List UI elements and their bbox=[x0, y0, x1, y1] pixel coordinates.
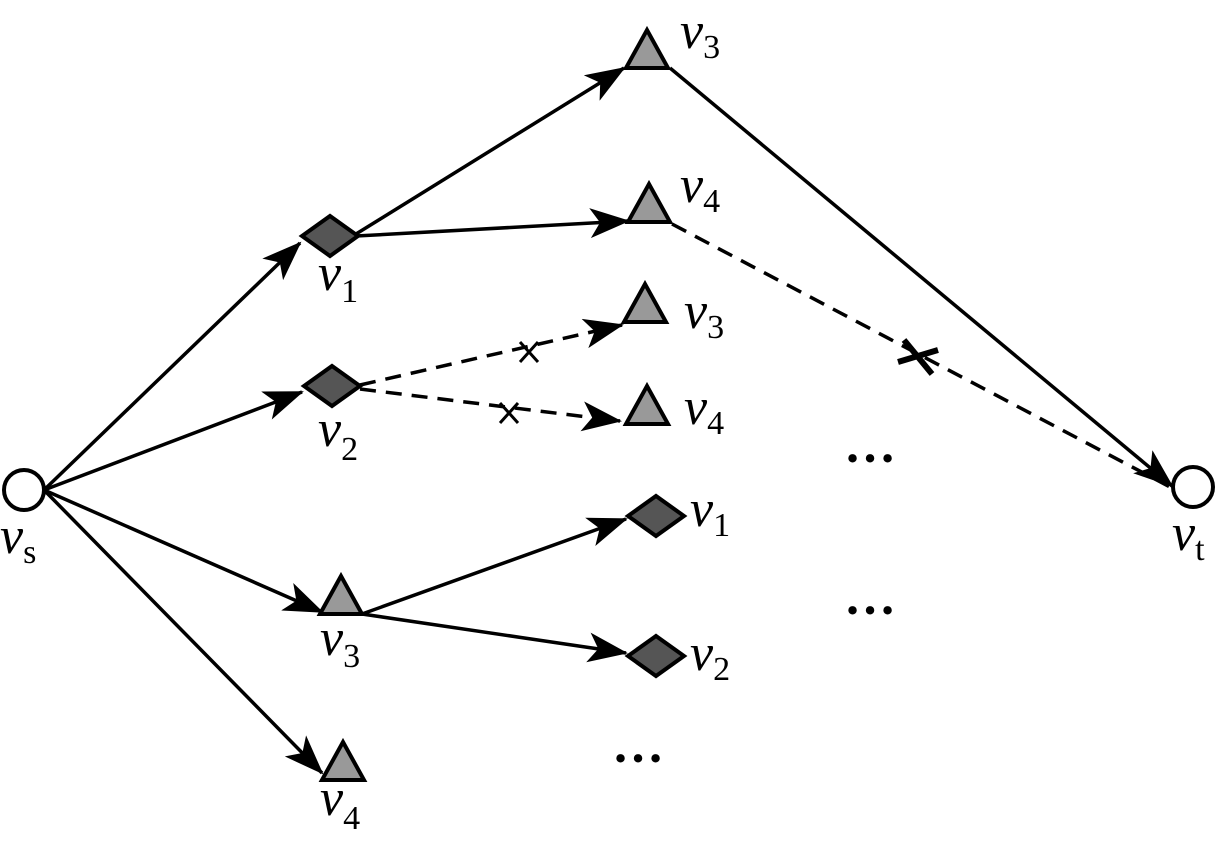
edge-v2-v4-pruned bbox=[359, 387, 622, 432]
edges bbox=[42, 66, 1174, 775]
ellipsis-upper: … bbox=[844, 417, 896, 474]
edge-v3-v1 bbox=[361, 517, 628, 616]
ellipsis-lower: … bbox=[612, 717, 664, 774]
edge-v1-v4 bbox=[355, 208, 630, 239]
label-v2-right: v2 bbox=[690, 625, 730, 688]
edge-vs-v2 bbox=[43, 390, 304, 492]
large-cross-icon bbox=[897, 338, 939, 376]
edge-v4-vt-pruned bbox=[671, 222, 1171, 489]
edge-v3-vt bbox=[668, 66, 1174, 488]
edge-v3-v2 bbox=[361, 612, 628, 663]
label-vt: vt bbox=[1172, 505, 1205, 568]
label-v3-mid: v3 bbox=[320, 610, 360, 675]
small-cross-icon-lower bbox=[498, 401, 520, 425]
ellipsis-middle: … bbox=[844, 569, 896, 626]
node-v4-triangle bbox=[318, 737, 368, 782]
node-v2-child-v3-triangle bbox=[620, 279, 670, 324]
target-node-circle bbox=[1171, 465, 1215, 509]
label-v3-top: v3 bbox=[680, 3, 720, 66]
node-v1-diamond bbox=[298, 213, 362, 259]
small-cross-icon-upper bbox=[518, 340, 540, 364]
label-v1-mid: v1 bbox=[318, 245, 358, 310]
node-v2-child-v4-triangle bbox=[622, 381, 672, 426]
edge-vs-v3 bbox=[43, 488, 324, 614]
prune-marks bbox=[498, 338, 939, 425]
label-v4-mid: v4 bbox=[320, 770, 360, 837]
label-v3-pruned: v3 bbox=[684, 283, 724, 346]
label-v2-mid: v2 bbox=[318, 401, 358, 468]
node-v2-diamond bbox=[300, 363, 364, 409]
node-v3-child-v2-diamond bbox=[624, 633, 688, 679]
ellipses: … … … bbox=[612, 417, 896, 774]
node-v3-child-v1-diamond bbox=[624, 493, 688, 539]
label-v4-top: v4 bbox=[680, 157, 720, 220]
node-v1-child-v3-triangle bbox=[622, 25, 672, 70]
label-v1-right: v1 bbox=[690, 481, 730, 544]
label-vs: vs bbox=[0, 508, 36, 571]
edge-v1-v3 bbox=[355, 66, 626, 236]
label-v4-pruned: v4 bbox=[684, 379, 724, 442]
edge-vs-v4 bbox=[42, 488, 324, 775]
node-v1-child-v4-triangle bbox=[624, 179, 674, 224]
node-v3-triangle bbox=[316, 571, 366, 616]
edge-v2-v3-pruned bbox=[359, 318, 624, 387]
labels: vs vt v1 v2 v3 v4 v3 v4 v3 v4 v1 v2 bbox=[0, 3, 1205, 837]
source-node-circle bbox=[2, 468, 46, 512]
nodes bbox=[2, 25, 1215, 782]
edge-vs-v1 bbox=[42, 241, 302, 492]
